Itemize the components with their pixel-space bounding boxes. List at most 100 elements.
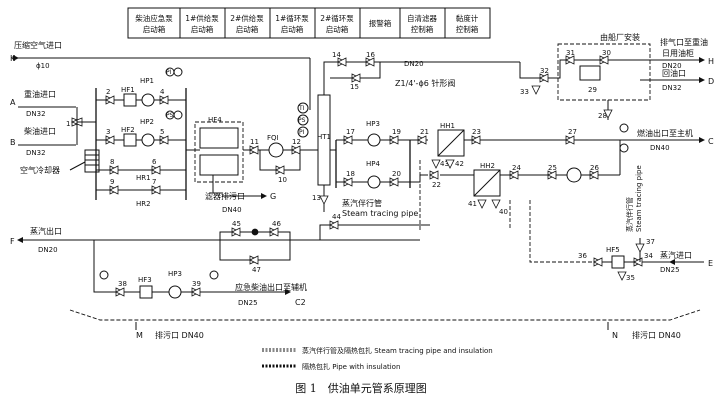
port-k-label: K bbox=[10, 54, 16, 63]
port-e-label: E bbox=[708, 259, 713, 268]
hr2-label: HR2 bbox=[136, 200, 151, 208]
valve-28-label: 28 bbox=[598, 112, 607, 120]
valve-21-label: 21 bbox=[420, 128, 429, 136]
header-box-6-line1: 报警箱 bbox=[369, 18, 392, 28]
hp4-label: HP4 bbox=[366, 160, 380, 168]
hp2-label: HP2 bbox=[140, 118, 154, 126]
steam-tracing-en-2: Steam tracing pipe bbox=[635, 165, 643, 232]
drain-line: M 排污口 DN40 N 排污口 DN40 bbox=[69, 309, 701, 340]
top-return-line: 14 15 16 DN20 Z1/4'-ϕ6 针形阀 bbox=[323, 51, 520, 95]
shipyard-install-label: 由船厂安装 bbox=[600, 32, 640, 42]
valve-20-label: 20 bbox=[392, 170, 401, 178]
auto-filter-hf4: HF4 滤器排污口 G DN40 bbox=[186, 116, 276, 214]
valve-37-label: 37 bbox=[646, 238, 655, 246]
heater-section: 21 HH1 23 43 42 22 HH2 24 41 40 bbox=[410, 122, 540, 230]
vent-to-tank-label: 排气口至重油 bbox=[660, 37, 708, 47]
steam-outlet-label: 蒸汽出口 bbox=[30, 226, 62, 236]
valve-16-label: 16 bbox=[366, 51, 375, 59]
port-h-label: H bbox=[708, 57, 714, 66]
hf5-label: HF5 bbox=[606, 246, 620, 254]
port-g-label: G bbox=[270, 192, 276, 201]
return-port-label: 回油口 bbox=[662, 68, 686, 78]
header-box-3-line1: 2#供给泵 bbox=[230, 13, 264, 23]
hh2-label: HH2 bbox=[480, 162, 495, 170]
header-box-3-line2: 启动箱 bbox=[236, 24, 259, 34]
port-m-label: M bbox=[136, 331, 143, 340]
valve-42-label: 42 bbox=[455, 160, 464, 168]
heavy-oil-inlet-label: 重油进口 bbox=[24, 89, 56, 99]
circulation-pump-section: 17 HP3 19 18 HP4 20 蒸汽伴行管 Steam tracing … bbox=[330, 120, 418, 218]
valve-5-label: 5 bbox=[160, 128, 164, 136]
valve-18-label: 18 bbox=[346, 170, 355, 178]
valve-19-label: 19 bbox=[392, 128, 401, 136]
steam-inlet-label: 蒸汽进口 bbox=[660, 250, 692, 260]
ps-switch-1-label: PS bbox=[166, 112, 174, 119]
hf3-label: HF3 bbox=[138, 276, 152, 284]
dn40-c-label: DN40 bbox=[650, 144, 670, 152]
header-box-2-line1: 1#供给泵 bbox=[185, 13, 219, 23]
emergency-diesel-out-label: 应急柴油出口至辅机 bbox=[235, 282, 307, 292]
valve-7-label: 7 bbox=[152, 178, 156, 186]
hp3-circulation-label: HP3 bbox=[366, 120, 380, 128]
compressed-air-inlet-label: 压缩空气进口 bbox=[14, 40, 62, 50]
header-box-5-line2: 启动箱 bbox=[326, 24, 349, 34]
port-n-label: N bbox=[612, 331, 618, 340]
valve-14-label: 14 bbox=[332, 51, 341, 59]
port-c-label: C bbox=[708, 137, 714, 146]
compressed-air-line: 压缩空气进口 K ϕ10 bbox=[10, 40, 311, 110]
legend: 蒸汽伴行管及隔热包扎 Steam tracing pipe and insula… bbox=[262, 346, 493, 371]
dn25-c2-label: DN25 bbox=[238, 299, 258, 307]
valve-38-label: 38 bbox=[118, 280, 127, 288]
header-box-1-line1: 柴油应急泵 bbox=[135, 13, 173, 23]
valve-33-label: 33 bbox=[520, 88, 529, 96]
valve-24-label: 24 bbox=[512, 164, 521, 172]
phi10-label: ϕ10 bbox=[36, 62, 50, 70]
fqi-label: FQI bbox=[267, 134, 279, 142]
valve-47-label: 47 bbox=[252, 266, 261, 274]
valve-45-label: 45 bbox=[232, 220, 241, 228]
valve-23-label: 23 bbox=[472, 128, 481, 136]
valve-26-label: 26 bbox=[590, 164, 599, 172]
outlet-section: 25 26 27 燃油出口至主机 C DN40 28 bbox=[510, 100, 714, 183]
air-cooler-label: 空气冷却器 bbox=[20, 165, 60, 175]
hp1-label: HP1 bbox=[140, 77, 154, 85]
daily-tank-label: 日用油柜 bbox=[662, 48, 694, 58]
valve-43-label: 43 bbox=[440, 160, 449, 168]
valve-41-label: 41 bbox=[468, 200, 477, 208]
dn32-a-label: DN32 bbox=[26, 110, 46, 118]
valve-25-label: 25 bbox=[548, 164, 557, 172]
valve-44-label: 44 bbox=[332, 213, 341, 221]
valve-11-label: 11 bbox=[250, 138, 259, 146]
valve-46-label: 46 bbox=[272, 220, 281, 228]
port-f-label: F bbox=[10, 237, 15, 246]
valve-40-label: 40 bbox=[499, 208, 508, 216]
dn20-h-label: DN20 bbox=[662, 62, 682, 70]
drain-n-label: 排污口 DN40 bbox=[632, 330, 681, 340]
valve-31-label: 31 bbox=[566, 49, 575, 57]
port-c2-label: C2 bbox=[295, 298, 306, 307]
drain-m-label: 排污口 DN40 bbox=[155, 330, 204, 340]
valve-2-label: 2 bbox=[106, 88, 110, 96]
valve-12-label: 12 bbox=[292, 138, 301, 146]
hp3-emergency-label: HP3 bbox=[168, 270, 182, 278]
hf4-label: HF4 bbox=[208, 116, 222, 124]
steam-tracing-cn-2: 蒸汽伴行管 bbox=[625, 197, 634, 232]
hh1-label: HH1 bbox=[440, 122, 455, 130]
valve-32-label: 32 bbox=[540, 67, 549, 75]
valve-3-label: 3 bbox=[106, 128, 110, 136]
needle-valve-label: Z1/4'-ϕ6 针形阀 bbox=[395, 78, 455, 88]
supply-pump-section: 2 HF1 HP1 4 PI 3 HF2 HP2 5 PS 8 6 HR1 9 … bbox=[95, 67, 187, 208]
ti-gauge-label: TI bbox=[298, 105, 305, 112]
valve-22-label: 22 bbox=[432, 181, 441, 189]
steam-tracing-en-1: Steam tracing pipe bbox=[342, 209, 418, 218]
valve-30-label: 30 bbox=[602, 49, 611, 57]
fuel-to-engine-label: 燃油出口至主机 bbox=[637, 128, 693, 138]
diesel-inlet-label: 柴油进口 bbox=[24, 126, 56, 136]
header-box-7-line2: 控制箱 bbox=[411, 24, 434, 34]
port-b-label: B bbox=[10, 138, 16, 147]
valve-13-label: 13 bbox=[312, 194, 321, 202]
valve-6-label: 6 bbox=[152, 158, 157, 166]
header-control-boxes: 柴油应急泵 启动箱 1#供给泵 启动箱 2#供给泵 启动箱 1#循环泵 启动箱 … bbox=[127, 7, 491, 39]
header-box-8-line1: 黏度计 bbox=[456, 13, 479, 23]
